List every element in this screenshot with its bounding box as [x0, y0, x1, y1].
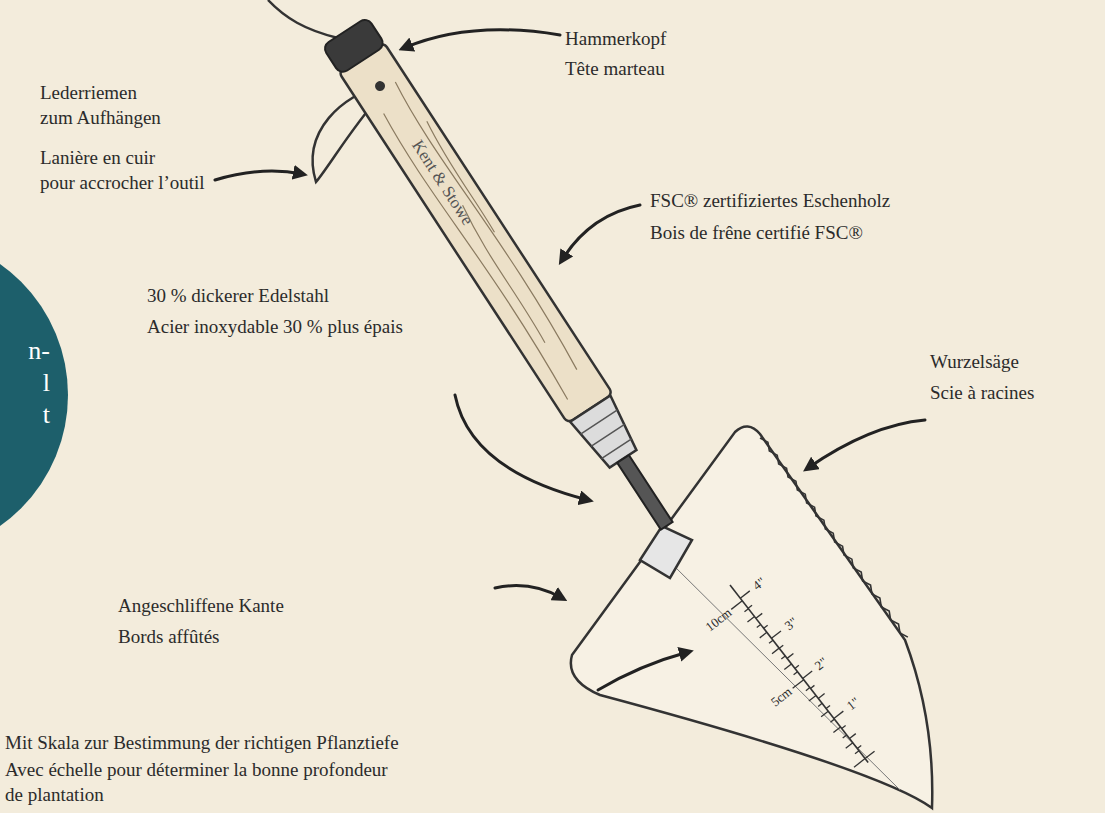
callout-label: Acier inoxydable 30 % plus épais: [147, 314, 403, 339]
callout-label: Scie à racines: [930, 380, 1034, 405]
cm-tick: [793, 680, 804, 689]
cm-tick: [784, 664, 791, 670]
callout-label: Lederriemen zum Aufhängen: [40, 80, 161, 130]
callout-label: Tête marteau: [565, 56, 665, 81]
callout-label: Mit Skala zur Bestimmung der richtigen P…: [5, 730, 399, 755]
scale-mark: 5cm: [769, 685, 795, 709]
inch-tick: [842, 725, 846, 728]
inch-tick: [740, 591, 749, 598]
cm-tick: [806, 688, 810, 691]
scale-line: [730, 585, 868, 763]
inch-tick: [857, 745, 861, 748]
inch-tick: [779, 645, 783, 648]
cm-tick: [809, 695, 816, 701]
callout-label: Bois de frêne certifié FSC®: [650, 220, 863, 245]
badge-circle: n- l t: [0, 235, 68, 555]
cm-tick: [830, 719, 834, 722]
inch-tick: [748, 605, 752, 608]
saw-edge: [760, 438, 908, 637]
cm-tick: [757, 624, 761, 627]
inch-tick: [795, 665, 799, 668]
brand-text: Kent & Stowe: [409, 137, 476, 228]
scale-mark: 3": [782, 615, 799, 633]
callout-label: Wurzelsäge: [930, 349, 1019, 374]
inch-tick: [803, 671, 812, 678]
cm-tick: [818, 703, 822, 706]
trowel-blade: [571, 426, 932, 808]
cm-tick: [833, 727, 840, 733]
callout-label: Lanière en cuir pour accrocher l’outil: [40, 145, 205, 195]
cm-tick: [821, 711, 828, 717]
scale-mark: 10cm: [703, 605, 734, 633]
callout-label: Angeschliffene Kante: [118, 593, 284, 618]
cm-tick: [843, 735, 847, 738]
callout-label: Avec échelle pour déterminer la bonne pr…: [5, 757, 388, 807]
cm-tick: [731, 601, 742, 610]
cm-tick: [747, 617, 754, 623]
scale-mark: 2": [813, 655, 830, 673]
depth-scale: [730, 585, 875, 767]
blade-collar: [640, 526, 692, 578]
cm-tick: [744, 609, 748, 612]
cm-tick: [855, 751, 859, 754]
inch-tick: [834, 711, 843, 718]
cm-tick: [769, 640, 773, 643]
cm-tick: [846, 743, 853, 749]
inch-tick: [865, 751, 874, 758]
cm-tick: [854, 759, 865, 768]
cm-tick: [781, 656, 785, 659]
scale-mark: 1": [844, 695, 861, 713]
callout-label: 30 % dickerer Edelstahl: [147, 283, 329, 308]
inch-tick: [756, 613, 762, 618]
cm-tick: [772, 648, 779, 654]
blade-rib: [668, 560, 900, 790]
inch-tick: [818, 694, 824, 699]
root-saw-teeth: [760, 438, 908, 637]
inch-tick: [810, 685, 814, 688]
cm-tick: [794, 672, 798, 675]
cm-tick: [760, 632, 767, 638]
inch-tick: [826, 705, 830, 708]
callout-label: FSC® zertifiziertes Eschenholz: [650, 188, 890, 213]
inch-tick: [772, 631, 781, 638]
inch-tick: [764, 625, 768, 628]
inch-tick: [849, 734, 855, 739]
badge-text: n- l t: [28, 335, 50, 431]
callout-label: Hammerkopf: [565, 26, 666, 51]
inch-tick: [787, 653, 793, 658]
leader-arrows: [215, 30, 925, 690]
callout-label: Bords affûtés: [118, 624, 220, 649]
trowel-handle: [322, 17, 689, 541]
scale-mark: 4": [751, 575, 768, 593]
